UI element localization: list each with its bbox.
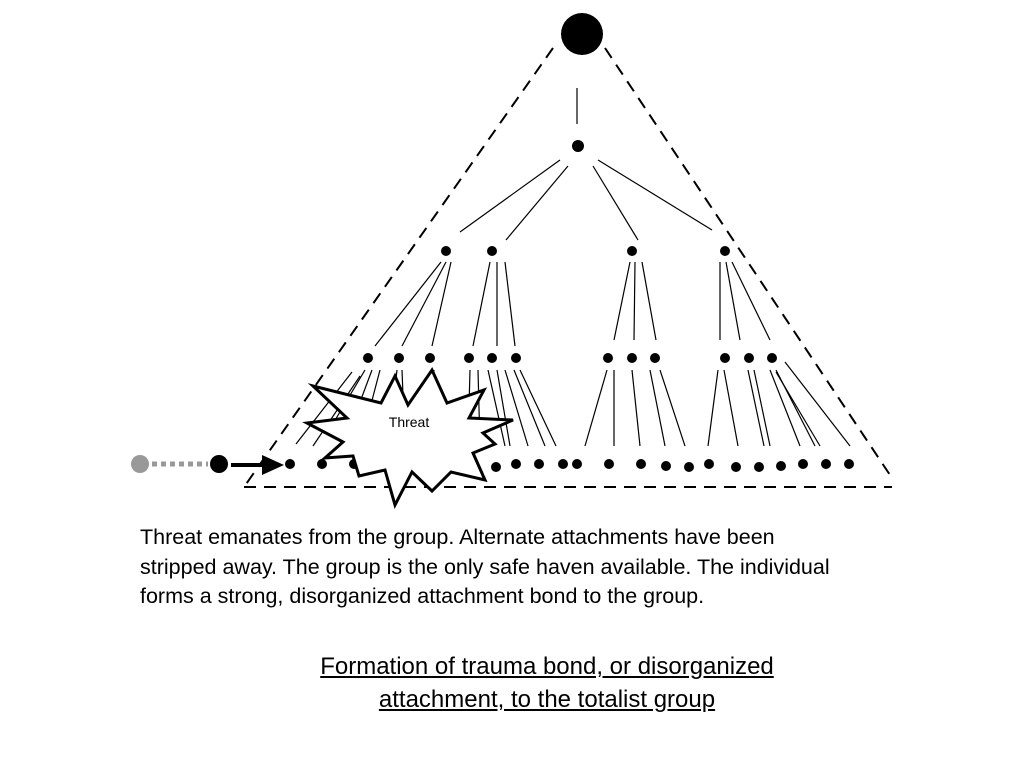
- hierarchy-link: [374, 261, 442, 347]
- hierarchy-link: [312, 375, 361, 447]
- threat-label: Threat: [388, 414, 430, 430]
- hierarchy-link: [725, 261, 741, 341]
- hierarchy-link: [504, 369, 529, 447]
- hierarchy-link: [769, 369, 801, 447]
- member-node: [776, 461, 786, 471]
- member-node: [363, 353, 373, 363]
- member-node: [572, 140, 584, 152]
- member-node: [754, 462, 764, 472]
- hierarchy-link: [659, 369, 686, 447]
- member-node: [661, 461, 671, 471]
- member-node: [394, 353, 404, 363]
- hierarchy-link: [504, 261, 516, 347]
- member-node: [604, 459, 614, 469]
- hierarchy-link: [431, 261, 452, 347]
- hierarchy-link: [487, 369, 506, 447]
- hierarchy-link: [649, 369, 666, 447]
- leader-node: [561, 13, 603, 55]
- member-node: [317, 459, 327, 469]
- title-line: attachment, to the totalist group: [378, 686, 716, 713]
- hierarchy-link: [613, 261, 631, 341]
- member-node: [558, 459, 568, 469]
- caption-line: stripped away. The group is the only saf…: [140, 554, 830, 579]
- member-node: [441, 246, 451, 256]
- hierarchy-link: [295, 371, 353, 445]
- member-node: [285, 459, 295, 469]
- member-node: [487, 353, 497, 363]
- hierarchy-link: [505, 165, 569, 241]
- title-line: Formation of trauma bond, or disorganize…: [320, 653, 774, 680]
- member-node: [720, 353, 730, 363]
- member-node: [636, 459, 646, 469]
- hierarchy-link: [723, 369, 739, 447]
- member-node: [650, 353, 660, 363]
- member-node: [821, 459, 831, 469]
- member-node: [684, 462, 694, 472]
- caption-line: Threat emanates from the group. Alternat…: [140, 525, 775, 549]
- hierarchy-link: [584, 369, 608, 447]
- member-node: [744, 353, 754, 363]
- hierarchy-link: [753, 369, 771, 447]
- triangle-right-edge: [604, 47, 893, 479]
- hierarchy-link: [775, 371, 821, 447]
- member-node: [627, 353, 637, 363]
- member-node: [767, 353, 777, 363]
- hierarchy-link: [731, 261, 771, 341]
- hierarchy-link: [592, 165, 639, 241]
- member-node: [720, 246, 730, 256]
- member-node: [844, 459, 854, 469]
- hierarchy-link: [459, 159, 561, 233]
- threat-starburst: [302, 366, 514, 510]
- hierarchy-link: [784, 361, 851, 447]
- hierarchy-link: [496, 369, 511, 447]
- caption-line: forms a strong, disorganized attachment …: [140, 584, 705, 608]
- hierarchy-link: [597, 159, 713, 231]
- caption-paragraph: Threat emanates from the group. Alternat…: [140, 523, 980, 612]
- slide-title: Formation of trauma bond, or disorganize…: [230, 650, 864, 716]
- outside-node: [131, 455, 149, 473]
- group-boundary-triangle: [243, 47, 893, 488]
- member-node: [534, 459, 544, 469]
- member-node: [511, 353, 521, 363]
- member-node: [798, 459, 808, 469]
- member-node: [491, 462, 501, 472]
- hierarchy-link: [747, 369, 765, 447]
- hierarchy-diagram: [131, 13, 893, 510]
- hierarchy-links: [295, 88, 851, 447]
- hierarchy-link: [707, 369, 719, 447]
- member-node: [511, 459, 521, 469]
- hierarchy-link: [519, 369, 557, 447]
- hierarchy-link: [633, 261, 636, 341]
- triangle-left-edge: [243, 47, 554, 488]
- entry-arrow-head: [262, 455, 284, 475]
- member-node: [487, 246, 497, 256]
- hierarchy-link: [513, 369, 546, 447]
- hierarchy-link: [401, 261, 447, 347]
- member-node: [704, 459, 714, 469]
- member-node: [627, 246, 637, 256]
- member-node: [464, 353, 474, 363]
- hierarchy-link: [641, 261, 657, 341]
- individual-node: [210, 455, 228, 473]
- hierarchy-nodes: [285, 140, 854, 472]
- hierarchy-link: [472, 261, 491, 347]
- member-node: [603, 353, 613, 363]
- member-node: [572, 459, 582, 469]
- member-node: [425, 353, 435, 363]
- member-node: [731, 462, 741, 472]
- hierarchy-link: [631, 369, 641, 447]
